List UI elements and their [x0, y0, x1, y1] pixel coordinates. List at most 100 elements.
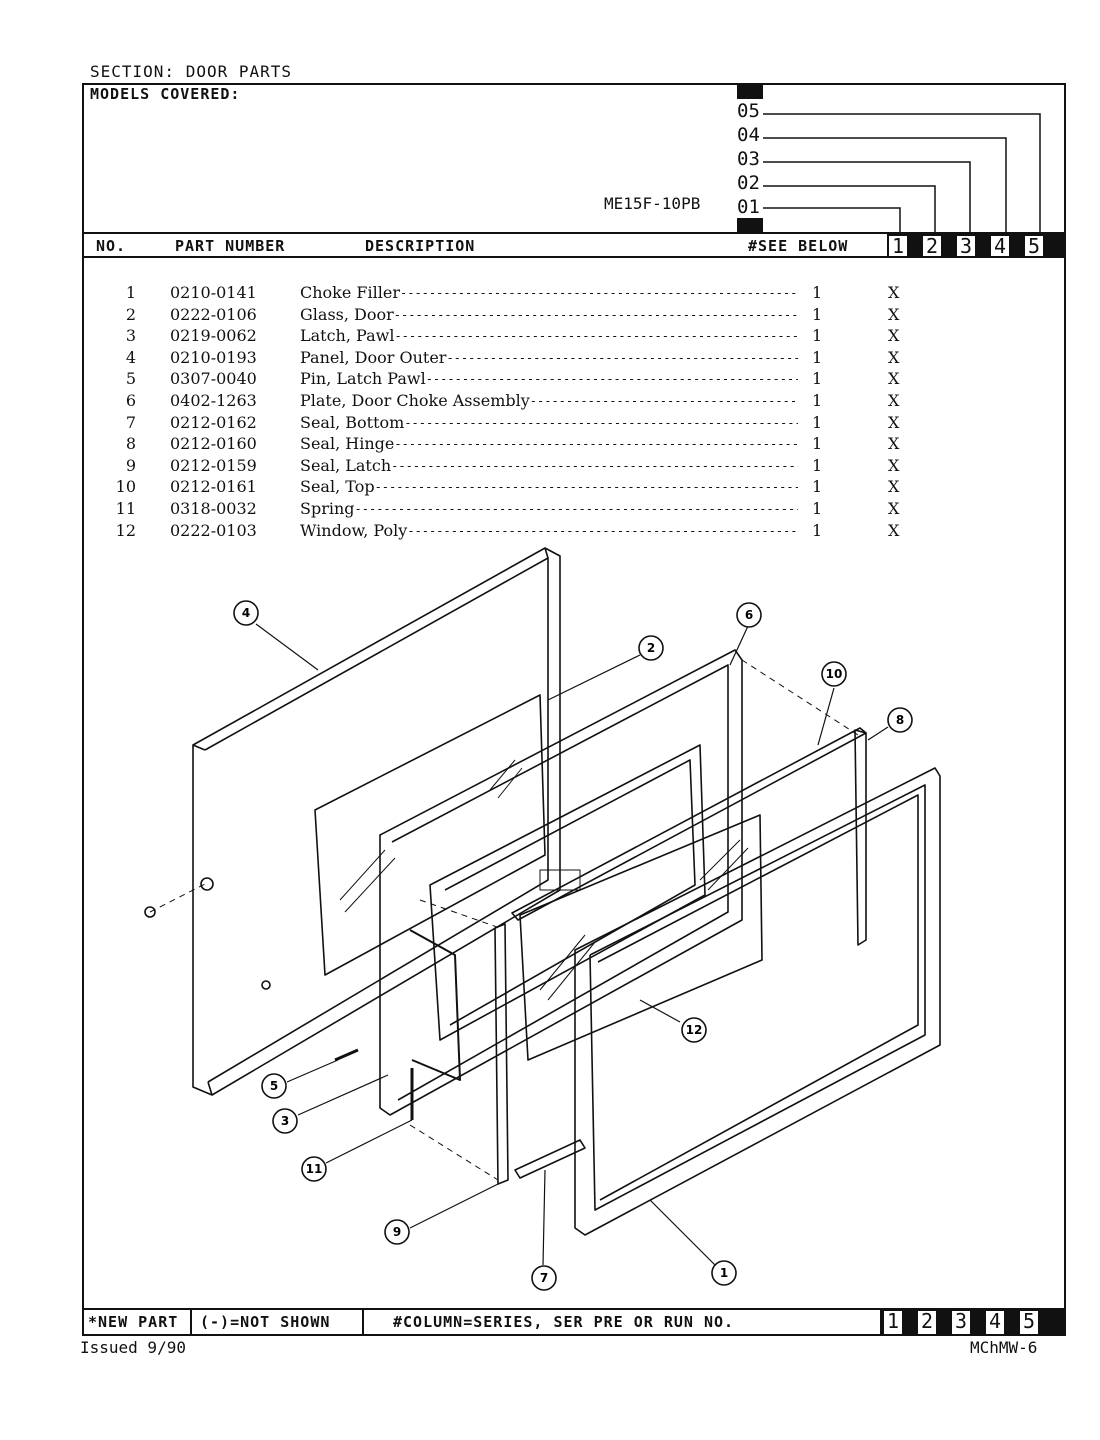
dash-leader: ----------------------------------------… [394, 437, 798, 452]
part-number: 0210-0141 [170, 283, 257, 302]
part-qty: 1 [812, 283, 823, 302]
part-no: 6 [125, 391, 136, 410]
dash-leader: ----------------------------------------… [404, 415, 798, 430]
footer-series-divider [1040, 1309, 1064, 1336]
series-stack-base [737, 218, 763, 232]
series-1-mark: X [888, 347, 900, 367]
header-divider [82, 232, 1066, 234]
callout-3: 3 [272, 1108, 298, 1134]
series-col-4: 4 [989, 234, 1011, 258]
footer-divider [362, 1308, 364, 1336]
part-number: 0318-0032 [170, 499, 257, 518]
part-no: 9 [125, 455, 136, 475]
callout-number: 7 [540, 1271, 548, 1285]
dash-leader: ----------------------------------------… [393, 307, 798, 322]
part-qty: 1 [812, 347, 823, 367]
callout-number: 3 [281, 1114, 289, 1128]
callout-2: 2 [638, 635, 664, 661]
series-code: 03 [737, 148, 760, 170]
part-qty: 1 [812, 304, 823, 324]
part-description: Choke Filler [300, 283, 400, 302]
dash-leader: ----------------------------------------… [374, 480, 798, 495]
series-code: 02 [737, 172, 760, 194]
issued-date: Issued 9/90 [80, 1338, 186, 1357]
col-no: NO. [96, 237, 127, 255]
series-1-mark: X [888, 520, 900, 540]
part-description: Plate, Door Choke Assembly [300, 391, 530, 410]
section-title: SECTION: DOOR PARTS [90, 62, 293, 81]
footer-bar [82, 1308, 1066, 1336]
footer-series-divider [1006, 1309, 1018, 1336]
footer-divider [880, 1308, 882, 1336]
part-description: Glass, Door [300, 304, 394, 324]
dash-leader: ----------------------------------------… [354, 502, 798, 516]
col-description: DESCRIPTION [365, 237, 476, 255]
part-qty: 1 [812, 434, 823, 454]
callout-number: 11 [306, 1162, 323, 1176]
dash-leader: ----------------------------------------… [425, 372, 798, 387]
col-see-below: #SEE BELOW [748, 237, 849, 255]
series-connectors [763, 113, 1041, 233]
part-number: 0212-0159 [170, 455, 257, 475]
part-description: Seal, Top [300, 477, 375, 497]
part-number: 0222-0103 [170, 520, 257, 540]
part-description: Panel, Door Outer [300, 347, 447, 367]
door-glass [314, 694, 546, 976]
part-no: 2 [125, 304, 136, 324]
callout-number: 6 [745, 608, 753, 622]
callout-10: 10 [821, 661, 847, 687]
series-col-2: 2 [921, 234, 943, 258]
part-number: 0212-0160 [170, 434, 257, 454]
callout-number: 2 [647, 641, 655, 655]
series-col-5: 5 [1023, 234, 1045, 258]
part-qty: 1 [812, 455, 823, 475]
part-number: 0219-0062 [170, 326, 257, 346]
series-col-1: 1 [887, 234, 909, 258]
callout-number: 12 [686, 1023, 703, 1037]
part-no: 11 [115, 499, 136, 518]
callout-6: 6 [736, 602, 762, 628]
part-description: Latch, Pawl [300, 326, 395, 346]
callout-8: 8 [887, 707, 913, 733]
part-no: 1 [125, 283, 136, 302]
callout-11: 11 [301, 1156, 327, 1182]
series-1-mark: X [888, 499, 900, 518]
part-number: 0210-0193 [170, 347, 257, 367]
part-description: Seal, Hinge [300, 434, 395, 454]
callout-number: 8 [896, 713, 904, 727]
dash-leader: ----------------------------------------… [391, 458, 798, 473]
series-col-divider [977, 234, 989, 258]
series-stack-cap [737, 83, 763, 99]
callout-4: 4 [233, 600, 259, 626]
series-code: 04 [737, 124, 760, 146]
part-description: Seal, Latch [300, 455, 392, 475]
footer-column-note: #COLUMN=SERIES, SER PRE OR RUN NO. [393, 1313, 735, 1331]
footer-series-2: 2 [916, 1309, 938, 1336]
footer-series-4: 4 [984, 1309, 1006, 1336]
bottom-seal [514, 1139, 586, 1179]
series-1-mark: X [888, 283, 900, 302]
dash-leader: ----------------------------------------… [400, 286, 798, 300]
footer-series-3: 3 [950, 1309, 972, 1336]
page-code: MChMW-6 [970, 1338, 1038, 1357]
callout-number: 1 [720, 1266, 728, 1280]
series-col-3: 3 [955, 234, 977, 258]
footer-not-shown: (-)=NOT SHOWN [200, 1313, 331, 1331]
seal-latch [494, 923, 509, 1185]
callout-12: 12 [681, 1017, 707, 1043]
part-qty: 1 [812, 520, 823, 540]
part-no: 12 [115, 520, 136, 540]
callout-1: 1 [711, 1260, 737, 1286]
series-1-mark: X [888, 434, 900, 454]
footer-new-part: *NEW PART [88, 1313, 179, 1331]
series-code: 01 [737, 196, 760, 218]
